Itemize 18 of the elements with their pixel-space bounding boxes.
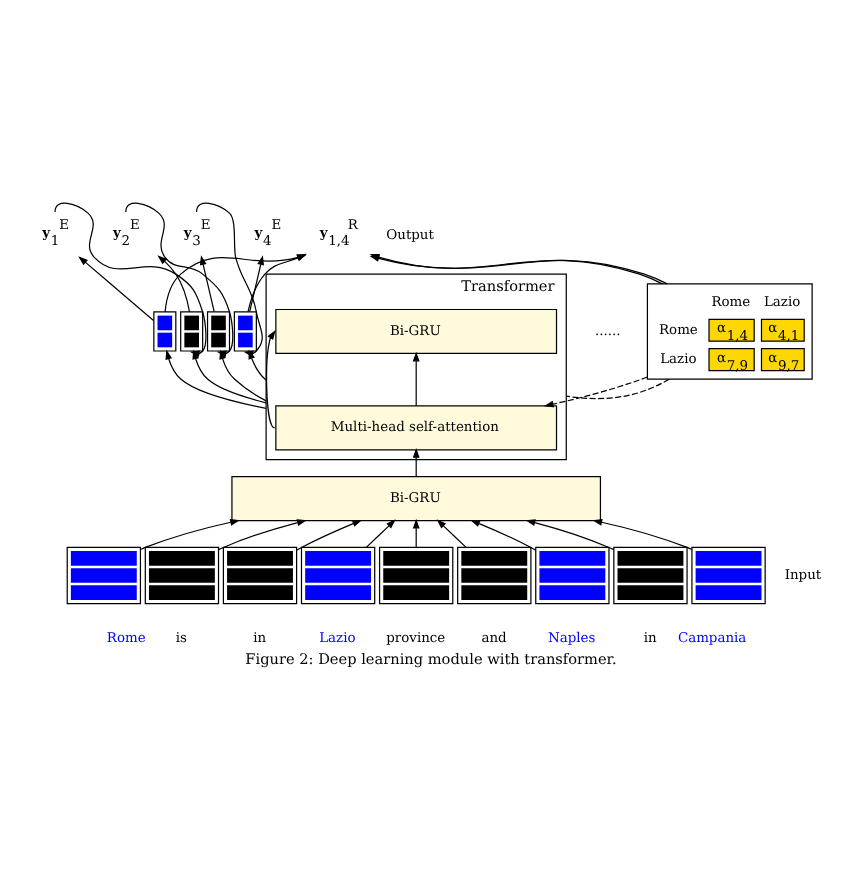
arrow [266, 328, 276, 428]
arrow [218, 518, 307, 550]
arrow [412, 447, 420, 477]
arrow [470, 518, 537, 550]
arrow [592, 517, 693, 550]
arrow [157, 254, 191, 312]
arrow [365, 518, 396, 548]
arrow [249, 254, 264, 312]
arrow [525, 518, 615, 550]
arrow [543, 375, 648, 407]
arrow [436, 518, 467, 548]
arrow [412, 517, 420, 548]
arrow [78, 255, 155, 321]
arrow [412, 350, 420, 406]
arrow [199, 254, 215, 312]
arrow [139, 517, 240, 550]
arrow [296, 518, 363, 550]
connector [565, 377, 670, 399]
